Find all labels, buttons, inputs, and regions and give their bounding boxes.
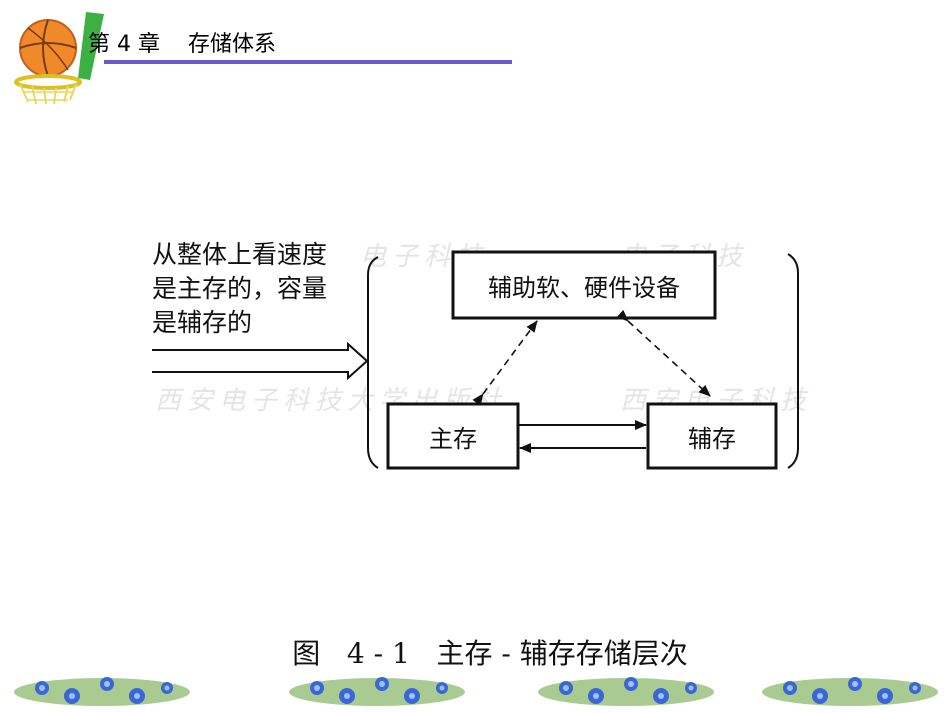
secondary-storage-label: 辅存 [688, 424, 736, 453]
input-line: 从整体上看速度 [152, 240, 328, 269]
secondary-storage-box [646, 402, 778, 470]
chapter-title: 第 4 章 存储体系 [88, 32, 276, 57]
flower-border-icon [14, 677, 190, 706]
flower-border-icon [289, 677, 465, 706]
dashed-arrow-aux-main [472, 320, 538, 406]
basketball-hoop-logo-icon [14, 12, 104, 105]
input-line: 是辅存的 [152, 308, 253, 337]
right-bracket [787, 253, 799, 469]
figure-caption: 图 4 - 1 主存 - 辅存存储层次 [292, 637, 688, 670]
dashed-arrow-aux-secondary [616, 309, 711, 397]
input-arrow [152, 341, 369, 381]
main-memory-label: 主存 [429, 424, 477, 453]
header-rule [104, 60, 512, 64]
left-bracket [367, 256, 379, 469]
input-description: 从整体上看速度 是主存的，容量 是辅存的 [152, 238, 327, 340]
flower-border-icon [762, 677, 938, 706]
aux-device-label: 辅助软、硬件设备 [488, 273, 680, 302]
flower-border-icon [538, 677, 714, 706]
main-memory-box [386, 402, 520, 470]
input-line: 是主存的，容量 [152, 274, 328, 303]
aux-device-box [451, 250, 717, 320]
